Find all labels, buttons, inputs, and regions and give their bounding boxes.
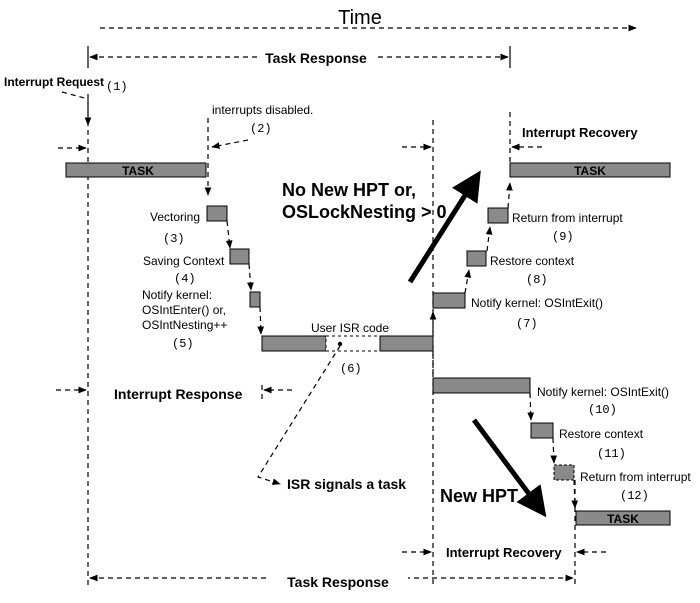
user-isr: User ISR code (6) ISR signals a task [257, 321, 434, 492]
interrupt-recovery-bottom-label: Interrupt Recovery [446, 545, 562, 560]
isr-entry-steps: Vectoring (3) Saving Context (4) Notify … [142, 205, 265, 351]
step-2: (2) [250, 122, 272, 136]
interrupt-recovery-top: Interrupt Recovery [402, 125, 638, 151]
step-11: (11) [597, 447, 626, 461]
notify-exit-bar-bottom [432, 377, 531, 394]
task-label-right-top: TASK [574, 164, 606, 178]
notify-exit-bar-top [432, 292, 466, 309]
interrupt-request: Interrupt Request (1) [4, 75, 128, 126]
step-10: (10) [588, 403, 617, 417]
task-label-left: TASK [122, 164, 154, 178]
isr-signals-label: ISR signals a task [287, 476, 406, 492]
task-bar-right-bottom: TASK [575, 510, 671, 526]
exit-new-hpt: Notify kernel: OSIntExit() (10) Restore … [432, 351, 691, 518]
return-top-label: Return from interrupt [512, 211, 623, 225]
time-title: Time [338, 7, 382, 29]
exit-no-new-hpt: Notify kernel: OSIntExit() (7) Restore c… [282, 170, 623, 336]
restore-context-top-label: Restore context [490, 254, 575, 268]
notify-enter-bar [249, 291, 261, 308]
interrupts-disabled-label: interrupts disabled. [212, 103, 313, 117]
step-12: (12) [620, 489, 649, 503]
bottom-task-response-span: Task Response [89, 570, 574, 590]
user-isr-label: User ISR code [311, 321, 389, 335]
restore-context-bottom-label: Restore context [559, 427, 644, 441]
task-bar-left: TASK [65, 162, 207, 178]
vectoring-bar [206, 205, 228, 222]
step-4: (4) [174, 272, 196, 286]
task-response-top-label: Task Response [265, 50, 367, 66]
interrupt-request-label: Interrupt Request [4, 75, 104, 89]
task-response-bottom-label: Task Response [287, 574, 389, 590]
return-bar-top [487, 207, 509, 224]
restore-context-bar-top [466, 250, 487, 267]
notify-exit-top-label: Notify kernel: OSIntExit() [471, 296, 603, 310]
no-new-hpt-line-2: OSLockNesting > 0 [282, 202, 447, 222]
notify-enter-line-2: OSIntEnter() or, [142, 303, 226, 317]
no-new-hpt-line-1: No New HPT or, [282, 180, 416, 200]
step-7: (7) [516, 317, 538, 331]
interrupt-recovery-bottom: Interrupt Recovery [402, 545, 606, 560]
task-bar-right-top: TASK [509, 162, 671, 178]
step-9: (9) [552, 230, 574, 244]
step-8: (8) [526, 273, 548, 287]
interrupts-disabled: interrupts disabled. (2) [211, 103, 313, 149]
vectoring-label: Vectoring [150, 210, 200, 224]
restore-context-bar-bottom [530, 422, 554, 439]
notify-enter-line-1: Notify kernel: [142, 288, 212, 302]
new-hpt-label: New HPT [440, 486, 518, 506]
step-1: (1) [106, 80, 128, 94]
saving-context-label: Saving Context [143, 254, 225, 268]
notify-enter-line-3: OSIntNesting++ [142, 318, 227, 332]
top-task-response-span: Task Response [87, 46, 511, 68]
time-axis: Time [100, 7, 637, 32]
saving-context-bar [229, 248, 250, 265]
interrupt-response: Interrupt Response [56, 386, 292, 402]
step-3: (3) [163, 232, 185, 246]
return-bottom-label: Return from interrupt [580, 470, 691, 484]
interrupt-recovery-top-label: Interrupt Recovery [522, 125, 638, 140]
notify-exit-bottom-label: Notify kernel: OSIntExit() [537, 385, 669, 399]
step-5: (5) [172, 337, 194, 351]
interrupt-response-label: Interrupt Response [114, 386, 243, 402]
step-6: (6) [340, 362, 362, 376]
task-label-right-bottom: TASK [607, 512, 639, 526]
